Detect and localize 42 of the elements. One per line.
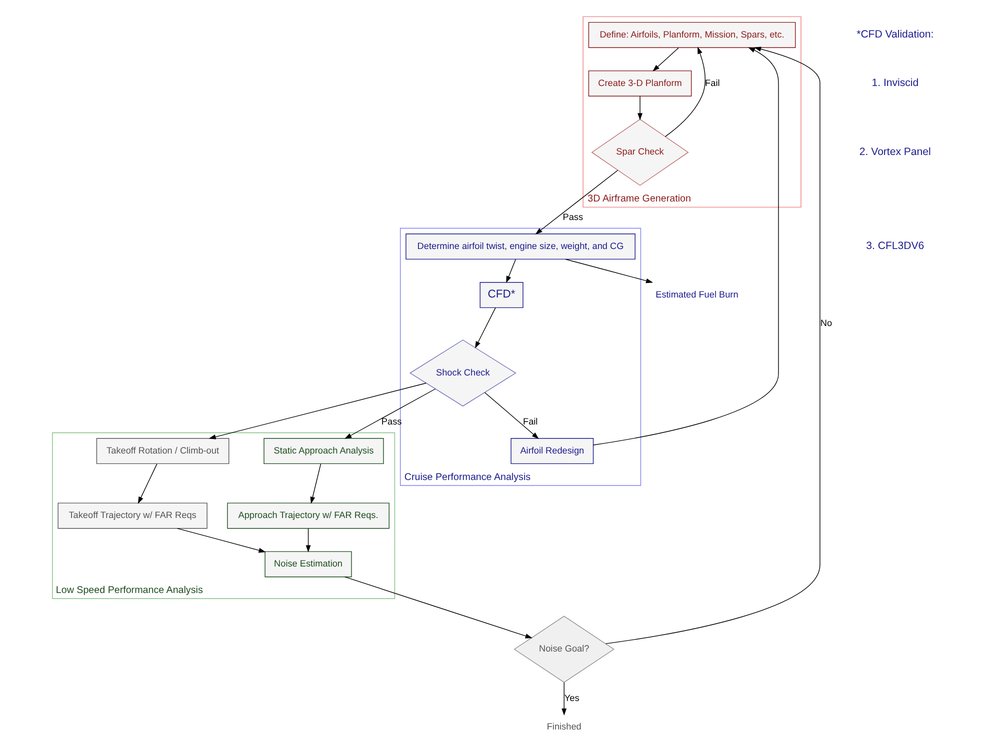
arrow <box>310 464 321 504</box>
label: *CFD Validation: <box>856 28 934 40</box>
node-box: Static Approach Analysis <box>263 438 384 464</box>
edge-label: Yes <box>564 692 579 703</box>
edge-label: No <box>820 318 832 328</box>
edge-label: Pass <box>562 212 583 222</box>
arrow <box>604 46 820 644</box>
arrow <box>344 576 532 638</box>
arrow <box>506 259 516 284</box>
node-text: Finished <box>546 722 581 732</box>
node-box: Takeoff Rotation / Climb-out <box>96 438 229 464</box>
arrow <box>637 96 642 120</box>
node-box: Airfoil Redesign <box>510 438 594 464</box>
node-box: Approach Trajectory w/ FAR Reqs. <box>226 502 389 529</box>
arrow <box>474 307 496 348</box>
arrow <box>137 464 157 504</box>
arrow <box>344 388 436 439</box>
node-box: Takeoff Trajectory w/ FAR Reqs <box>57 502 207 529</box>
label: 3. CFL3DV6 <box>866 240 924 252</box>
node-diamond: Noise Goal? <box>513 616 614 683</box>
arrow <box>564 258 653 284</box>
label: 1. Inviscid <box>871 76 918 89</box>
arrow <box>592 47 778 446</box>
node-text: Estimated Fuel Burn <box>655 289 738 300</box>
edge-label: Fail <box>522 416 538 427</box>
arrow <box>484 392 538 439</box>
arrow <box>534 170 618 234</box>
arrow <box>176 528 266 553</box>
edge-label: Pass <box>380 416 402 427</box>
arrow <box>561 682 566 716</box>
node-box: CFD* <box>479 282 523 308</box>
edge-label: Fail <box>704 78 720 88</box>
arrow <box>652 47 678 72</box>
node-box: Determine airfoil twist, engine size, weight, and CG <box>405 234 635 260</box>
arrow <box>305 528 310 552</box>
node-box: Create 3-D Planform <box>588 70 692 96</box>
node-box: Noise Estimation <box>264 551 352 578</box>
node-diamond: Spar Check <box>590 118 688 186</box>
arrow <box>664 46 705 137</box>
node-box: Define: Airfoils, Planform, Mission, Spars, etc. <box>588 22 796 48</box>
label: 2. Vortex Panel <box>858 146 930 158</box>
arrow <box>208 382 426 440</box>
